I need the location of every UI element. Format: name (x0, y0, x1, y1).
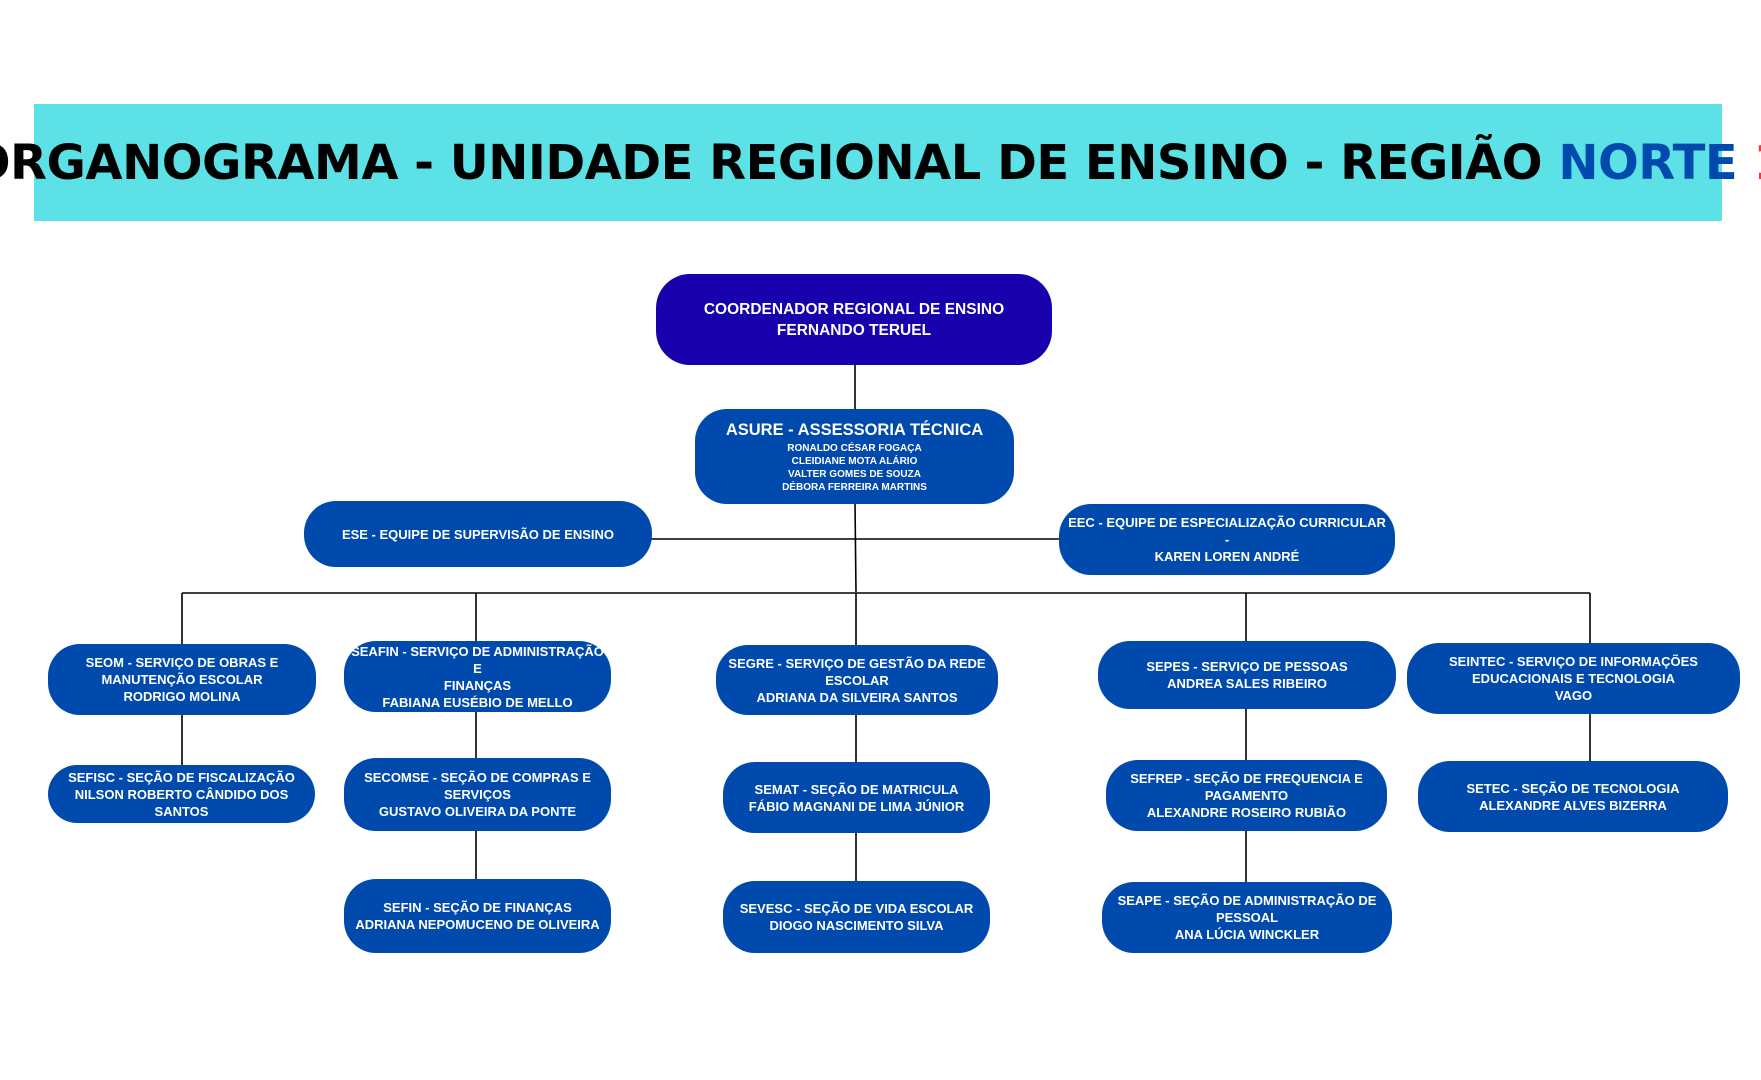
section-title-line: SETEC - SEÇÃO DE TECNOLOGIA (1466, 780, 1680, 796)
coordinator-box: COORDENADOR REGIONAL DE ENSINO FERNANDO … (656, 274, 1052, 365)
service-box-seintec: SEINTEC - SERVIÇO DE INFORMAÇÕES EDUCACI… (1407, 643, 1740, 714)
service-box-sepes: SEPES - SERVIÇO DE PESSOAS ANDREA SALES … (1098, 641, 1396, 709)
service-head-name: RODRIGO MOLINA (123, 689, 241, 704)
service-head-name: ANDREA SALES RIBEIRO (1167, 676, 1327, 691)
section-head-name: ALEXANDRE ROSEIRO RUBIÃO (1146, 805, 1347, 820)
section-head-name: ANA LÚCIA WINCKLER (1174, 927, 1320, 942)
service-head-name: VAGO (1554, 688, 1593, 703)
section-title-line: SEFREP - SEÇÃO DE FREQUENCIA E (1130, 771, 1363, 786)
section-box-sefisc: SEFISC - SEÇÃO DE FISCALIZAÇÃO NILSON RO… (48, 765, 315, 823)
section-title-line: PAGAMENTO (1204, 788, 1289, 803)
section-head-name: ALEXANDRE ALVES BIZERRA (1479, 797, 1667, 813)
title-region-number: 1 (1753, 135, 1761, 191)
eec-box: EEC - EQUIPE DE ESPECIALIZAÇÃO CURRICULA… (1059, 504, 1395, 575)
section-box-secomse: SECOMSE - SEÇÃO DE COMPRAS E SERVIÇOS GU… (344, 758, 611, 831)
section-head-name: NILSON ROBERTO CÂNDIDO DOS SANTOS (74, 786, 289, 819)
service-box-segre: SEGRE - SERVIÇO DE GESTÃO DA REDE ESCOLA… (716, 645, 998, 715)
connector-asure-trunk (854, 502, 857, 593)
section-title-line: SEMAT - SEÇÃO DE MATRICULA (754, 781, 959, 797)
section-box-seape: SEAPE - SEÇÃO DE ADMINISTRAÇÃO DE PESSOA… (1102, 882, 1392, 953)
ese-box: ESE - EQUIPE DE SUPERVISÃO DE ENSINO (304, 501, 652, 567)
service-title-line: SEINTEC - SERVIÇO DE INFORMAÇÕES (1449, 654, 1698, 669)
section-title-line: SEAPE - SEÇÃO DE ADMINISTRAÇÃO DE (1117, 893, 1377, 908)
section-box-sefrep: SEFREP - SEÇÃO DE FREQUENCIA E PAGAMENTO… (1106, 760, 1387, 831)
section-title-line: SEFISC - SEÇÃO DE FISCALIZAÇÃO (68, 769, 295, 785)
asure-member: VALTER GOMES DE SOUZA (788, 468, 921, 480)
eec-title: EEC - EQUIPE DE ESPECIALIZAÇÃO CURRICULA… (1068, 515, 1386, 547)
section-box-sevesc: SEVESC - SEÇÃO DE VIDA ESCOLAR DIOGO NAS… (723, 881, 990, 953)
service-head-name: FABIANA EUSÉBIO DE MELLO (382, 694, 573, 710)
section-title-line: PESSOAL (1215, 910, 1279, 925)
asure-member: DÉBORA FERREIRA MARTINS (782, 481, 927, 493)
service-box-seom: SEOM - SERVIÇO DE OBRAS E MANUTENÇÃO ESC… (48, 644, 316, 715)
service-head-name: ADRIANA DA SILVEIRA SANTOS (756, 689, 958, 705)
section-box-semat: SEMAT - SEÇÃO DE MATRICULA FÁBIO MAGNANI… (723, 762, 990, 833)
asure-box: ASURE - ASSESSORIA TÉCNICA RONALDO CÉSAR… (695, 409, 1014, 504)
service-title-line: SEGRE - SERVIÇO DE GESTÃO DA REDE (728, 655, 986, 671)
service-title-line: SEPES - SERVIÇO DE PESSOAS (1146, 659, 1348, 674)
service-title-line: EDUCACIONAIS E TECNOLOGIA (1472, 671, 1675, 686)
section-title-line: SECOMSE - SEÇÃO DE COMPRAS E (364, 770, 591, 785)
coordinator-name: FERNANDO TERUEL (776, 321, 932, 339)
section-title-line: SEVESC - SEÇÃO DE VIDA ESCOLAR (739, 901, 974, 916)
service-title-line: ESCOLAR (825, 672, 889, 688)
title-region: NORTE (1558, 134, 1738, 191)
section-box-setec: SETEC - SEÇÃO DE TECNOLOGIA ALEXANDRE AL… (1418, 761, 1728, 832)
page-title: ORGANOGRAMA - UNIDADE REGIONAL DE ENSINO… (0, 135, 1761, 191)
section-head-name: ADRIANA NEPOMUCENO DE OLIVEIRA (355, 917, 600, 932)
service-title-line: MANUTENÇÃO ESCOLAR (101, 672, 263, 687)
section-head-name: FÁBIO MAGNANI DE LIMA JÚNIOR (748, 798, 965, 814)
service-title-line: FINANÇAS (443, 677, 512, 693)
ese-title: ESE - EQUIPE DE SUPERVISÃO DE ENSINO (341, 526, 615, 542)
service-box-seafin: SEAFIN - SERVIÇO DE ADMINISTRAÇÃO E FINA… (344, 641, 611, 712)
section-title-line: SEFIN - SEÇÃO DE FINANÇAS (383, 900, 572, 915)
section-head-name: GUSTAVO OLIVEIRA DA PONTE (378, 804, 577, 819)
section-head-name: DIOGO NASCIMENTO SILVA (769, 918, 944, 933)
coordinator-role: COORDENADOR REGIONAL DE ENSINO (703, 300, 1005, 318)
asure-member: CLEIDIANE MOTA ALÁRIO (791, 455, 918, 467)
asure-member: RONALDO CÉSAR FOGAÇA (787, 442, 922, 454)
title-main: ORGANOGRAMA - UNIDADE REGIONAL DE ENSINO… (0, 134, 1543, 191)
service-title-line: SEAFIN - SERVIÇO DE ADMINISTRAÇÃO E (351, 643, 604, 676)
section-box-sefin: SEFIN - SEÇÃO DE FINANÇAS ADRIANA NEPOMU… (344, 879, 611, 953)
eec-name: KAREN LOREN ANDRÉ (1154, 549, 1300, 564)
section-title-line: SERVIÇOS (444, 787, 511, 802)
asure-title: ASURE - ASSESSORIA TÉCNICA (725, 420, 984, 439)
service-title-line: SEOM - SERVIÇO DE OBRAS E (85, 655, 279, 670)
title-banner: ORGANOGRAMA - UNIDADE REGIONAL DE ENSINO… (0, 104, 1761, 221)
